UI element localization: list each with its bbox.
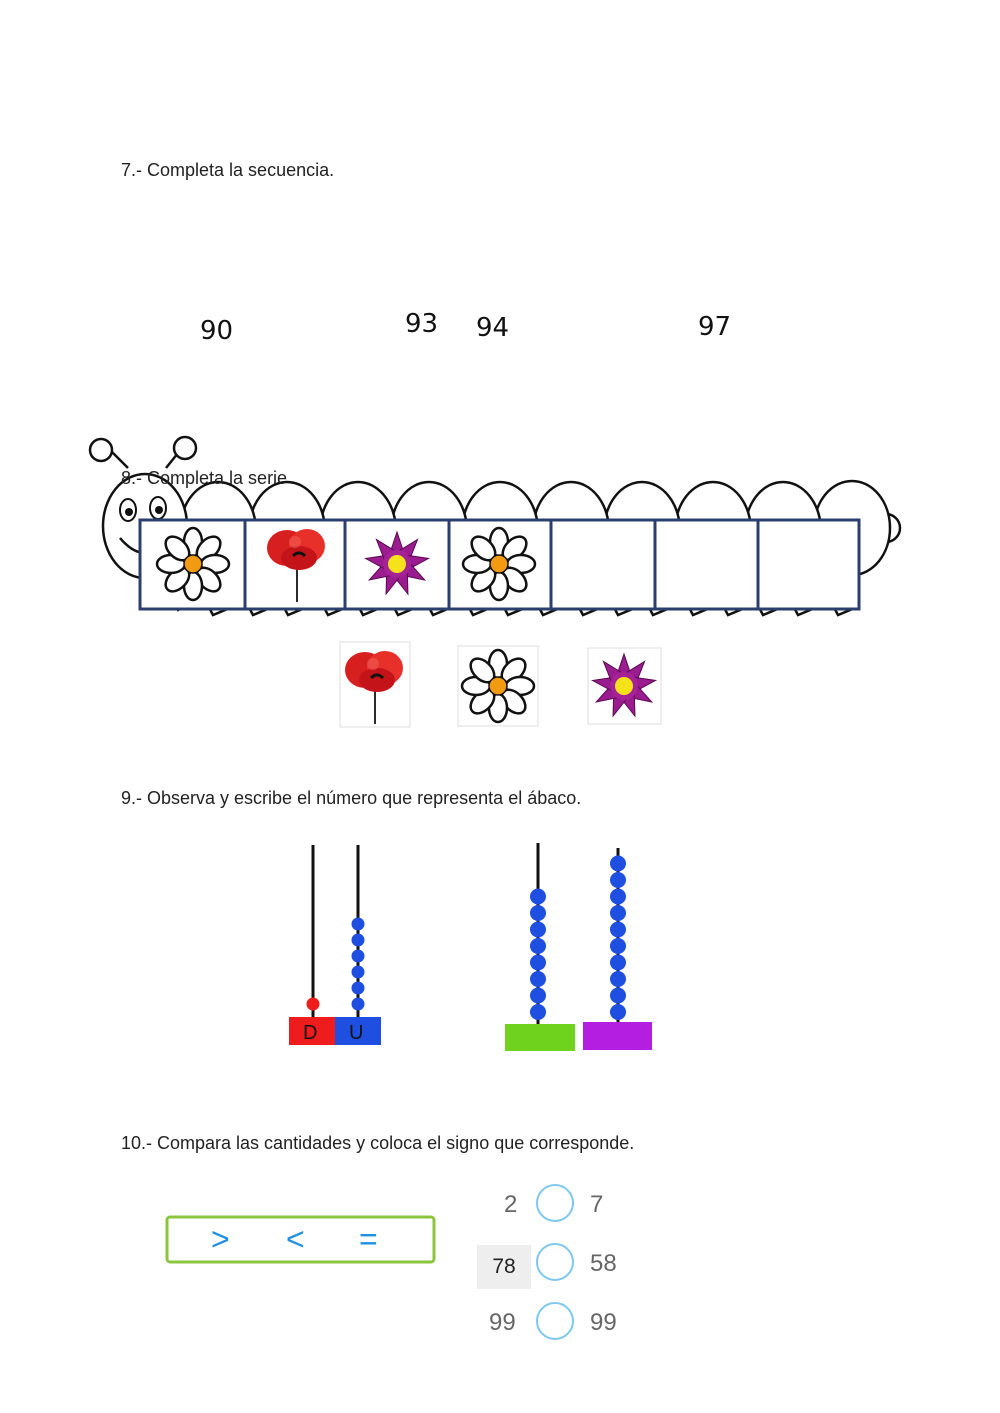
- abacus-1-tens-beads: [306, 997, 320, 1011]
- series-cell-1-daisy: [155, 526, 231, 602]
- series-cell-4-daisy: [461, 526, 537, 602]
- abacus-1-tens-bead-1: [306, 997, 320, 1011]
- compare-row-3-left: 99: [489, 1309, 516, 1336]
- abacus-2-tens-bead-4: [530, 954, 546, 971]
- abacus-2-tens-bead-5: [530, 938, 546, 954]
- segment-4-number: 93: [405, 309, 438, 339]
- option-daisy[interactable]: [457, 645, 539, 727]
- abacus-2-units-bead-8: [610, 888, 626, 905]
- abacus-2-tens-bead-2: [530, 987, 546, 1004]
- abacus-1-tens-base: [289, 1017, 335, 1045]
- segment-8-number: 97: [698, 312, 731, 342]
- sign-less[interactable]: <: [286, 1221, 305, 1257]
- abacus-2-units-bead-10: [610, 855, 626, 872]
- abacus-2-tens-base: [505, 1024, 575, 1051]
- abacus-2-units-bead-2: [610, 987, 626, 1004]
- question-9-title: 9.- Observa y escribe el número que repr…: [121, 788, 582, 808]
- abacus-2-units-bead-6: [610, 921, 626, 938]
- compare-row-2-answer-circle[interactable]: [536, 1243, 574, 1281]
- sign-greater[interactable]: >: [211, 1221, 230, 1257]
- compare-panel: > < = 2 7 58 99 99: [165, 1184, 617, 1340]
- abacus-1-units-base: [335, 1017, 381, 1045]
- abacus-2-tens-beads: [530, 888, 546, 1020]
- abacus-2-tens-bead-1: [530, 1004, 546, 1020]
- abacus-illustrations: D U: [289, 843, 652, 1051]
- compare-row-3-right: 99: [590, 1309, 617, 1336]
- compare-row-2-left-input[interactable]: 78: [477, 1245, 531, 1289]
- series-cell-6-empty[interactable]: [657, 522, 756, 607]
- abacus-1-units-bead-4: [351, 949, 365, 963]
- abacus-2-units-base: [583, 1022, 652, 1050]
- abacus-2-units-bead-3: [610, 971, 626, 987]
- series-cell-7-empty[interactable]: [760, 522, 857, 607]
- abacus-1-units-bead-6: [351, 917, 365, 931]
- abacus-2-units-bead-5: [610, 938, 626, 954]
- abacus-2-units-bead-1: [610, 1004, 626, 1020]
- abacus-2-tens-bead-6: [530, 921, 546, 938]
- abacus-2-tens-bead-8: [530, 888, 546, 905]
- question-8-title: 8.- Completa la serie: [121, 468, 288, 488]
- question-10-title: 10.- Compara las cantidades y coloca el …: [121, 1133, 635, 1153]
- compare-row-1-answer-circle[interactable]: [536, 1184, 574, 1222]
- abacus-2-units-beads: [610, 855, 626, 1020]
- abacus-1-units-bead-2: [351, 981, 365, 995]
- sign-equal[interactable]: =: [359, 1221, 378, 1257]
- segment-5-number: 94: [476, 313, 509, 343]
- flower-series-panel: [138, 518, 861, 728]
- abacus-2-tens-bead-3: [530, 971, 546, 987]
- series-cell-5-empty[interactable]: [553, 522, 653, 607]
- segment-1-number: 90: [200, 316, 233, 346]
- abacus-2-units-bead-9: [610, 872, 626, 888]
- abacus-1-units-label: U: [349, 1022, 363, 1044]
- abacus-1-tens-label: D: [303, 1022, 317, 1044]
- caterpillar-numbers: 90 93 94 97: [200, 309, 731, 346]
- abacus-1-units-bead-1: [351, 997, 365, 1011]
- question-7-title: 7.- Completa la secuencia.: [121, 160, 335, 180]
- compare-row-2-right: 58: [590, 1250, 617, 1277]
- abacus-2-units-bead-4: [610, 954, 626, 971]
- abacus-2-tens-bead-7: [530, 905, 546, 921]
- signs-bank: [165, 1215, 436, 1264]
- abacus-2-units-bead-7: [610, 905, 626, 921]
- compare-row-1-left: 2: [504, 1191, 517, 1218]
- compare-row-3-answer-circle[interactable]: [536, 1302, 574, 1340]
- compare-row-1-right: 7: [590, 1191, 603, 1218]
- option-purple-flower[interactable]: [587, 647, 662, 725]
- abacus-1-units-beads: [351, 917, 365, 1011]
- option-poppy[interactable]: [339, 641, 411, 728]
- abacus-1-units-bead-3: [351, 965, 365, 979]
- abacus-1-units-bead-5: [351, 933, 365, 947]
